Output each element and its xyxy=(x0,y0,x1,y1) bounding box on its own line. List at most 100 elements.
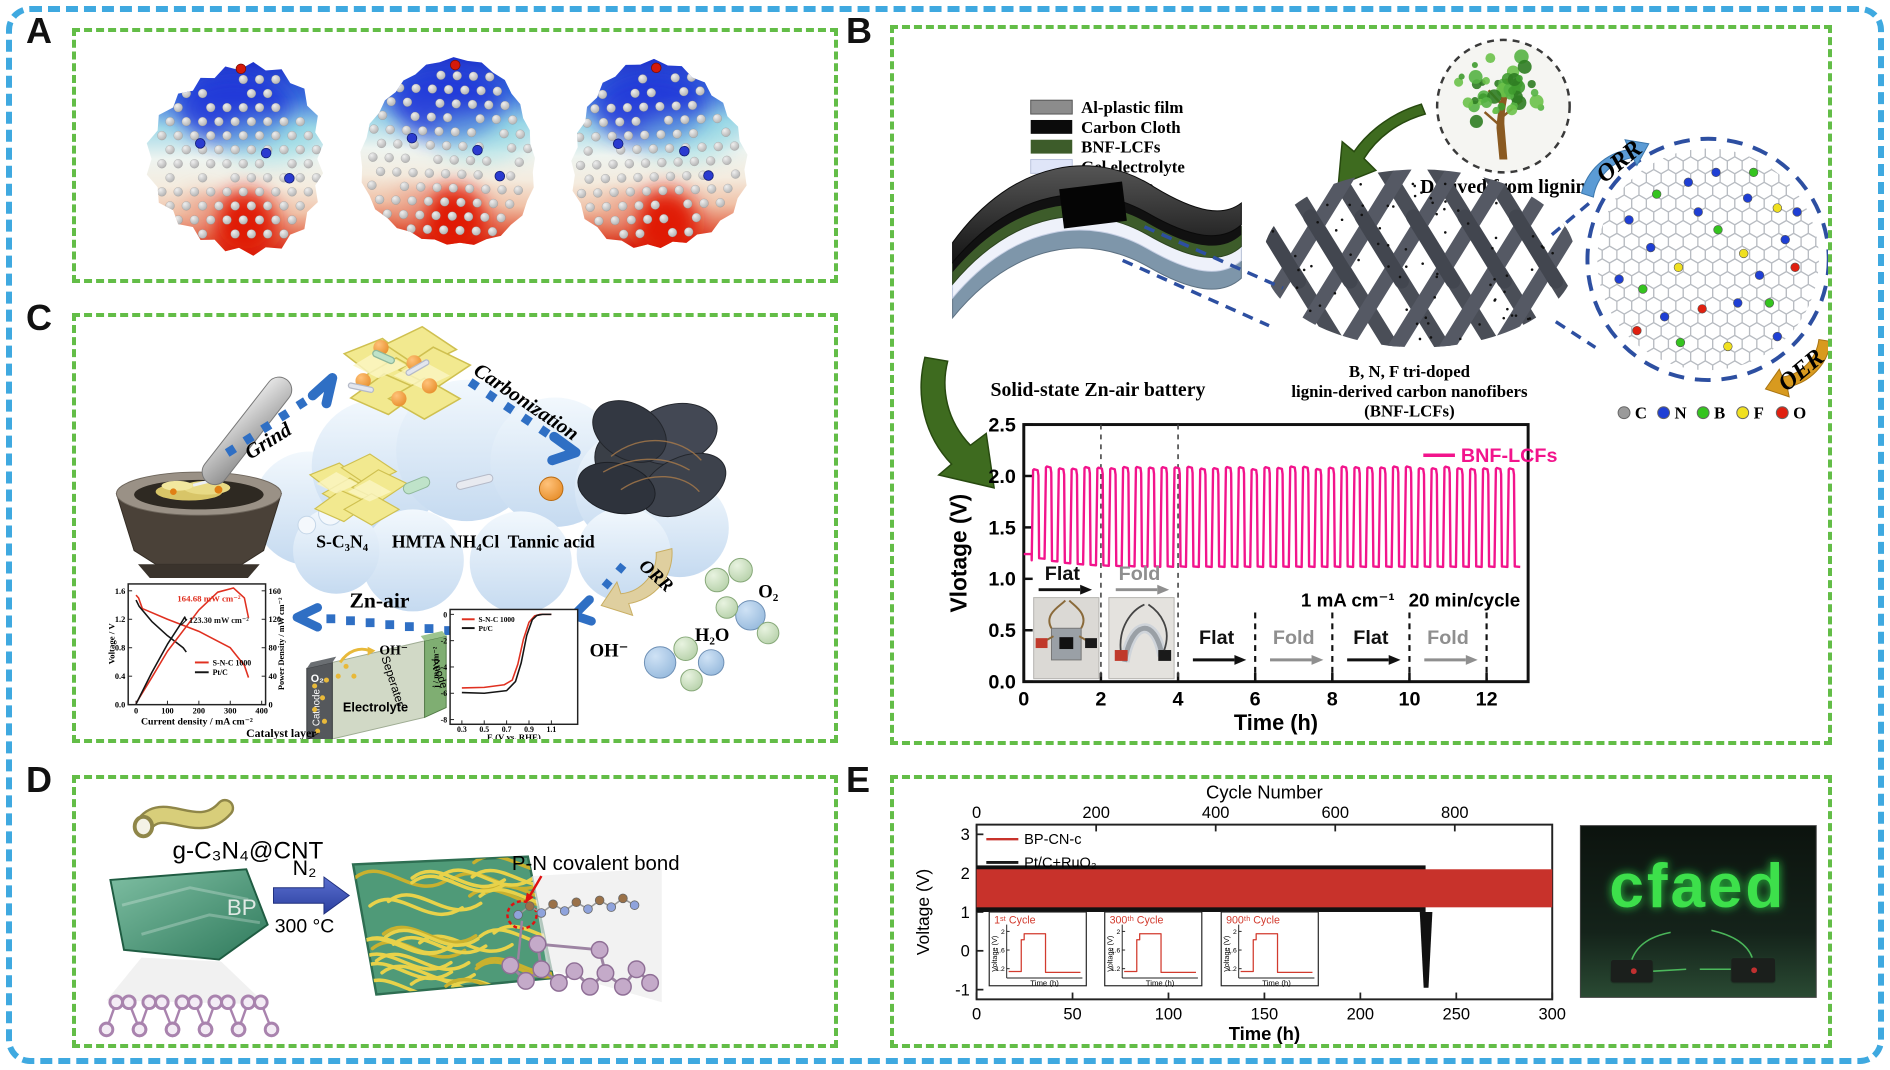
device-wires xyxy=(1631,929,1753,972)
carbon-atom xyxy=(238,102,248,113)
x-tick-label: 200 xyxy=(1347,1006,1375,1024)
x-tick-label: 0 xyxy=(972,1006,981,1024)
carbon-atom xyxy=(279,116,289,127)
carbon-atom xyxy=(391,195,401,205)
carbon-atom xyxy=(655,101,665,112)
tick: 0.5 xyxy=(479,725,489,734)
carbon-atom xyxy=(214,116,224,127)
carbon-atom xyxy=(476,85,486,96)
x-tick-label: 50 xyxy=(1063,1006,1081,1024)
carbon-atom xyxy=(246,144,257,155)
pn-bond-label: P-N covalent bond xyxy=(512,853,680,875)
inset-tick: 2 xyxy=(1116,929,1120,936)
x-tick-label: 300 xyxy=(1538,1006,1566,1024)
tree-foliage xyxy=(1481,97,1492,109)
carbon-atom xyxy=(658,185,668,196)
top-tick-label: 0 xyxy=(972,804,981,822)
phosphorus-ring xyxy=(253,994,269,1011)
phosphorus-ring xyxy=(263,1021,280,1038)
phosphorus-atom xyxy=(613,977,632,996)
phosphorus-atom xyxy=(580,977,599,996)
tree-foliage xyxy=(1530,88,1539,97)
carbon-atom xyxy=(607,131,617,141)
carbon-atom xyxy=(442,112,453,123)
carbon-atom xyxy=(631,116,641,127)
nitrogen-atom xyxy=(679,145,690,157)
to-chart-arrow xyxy=(920,356,996,489)
carbon-atom xyxy=(480,212,490,222)
carbon-atom xyxy=(497,185,507,195)
carbon-atom xyxy=(382,209,392,219)
carbon-atom xyxy=(206,215,216,225)
carbon-atom xyxy=(646,88,656,98)
nitrogen-atom xyxy=(472,144,483,156)
carbon-atom xyxy=(487,226,498,237)
atom-legend-symbol: N xyxy=(1674,404,1686,423)
series-legend-label: BP-CN-c xyxy=(1024,832,1081,848)
carbon-atom xyxy=(402,97,413,107)
legend-label: Pt/C xyxy=(479,624,493,633)
carbon-atom xyxy=(682,171,692,181)
phosphorus-ring xyxy=(187,994,203,1011)
tick: 0.9 xyxy=(524,725,534,734)
carbon-atom xyxy=(684,227,694,237)
carbon-atom xyxy=(254,215,265,225)
carbon-atom xyxy=(418,126,428,136)
carbon-atom xyxy=(222,215,232,225)
carbon-atom xyxy=(624,159,635,169)
carbon-atom xyxy=(574,132,585,143)
carbon-atom xyxy=(601,202,612,212)
esp-molecule xyxy=(146,62,324,256)
carbon-atom xyxy=(448,183,458,193)
panel-d-bp-composite: g-C₃N₄@CNT BP N₂ 300 °C P-N covalent bon… xyxy=(72,775,838,1048)
carbon-atom xyxy=(687,100,698,111)
carbon-atom xyxy=(271,74,281,85)
carbon-atom xyxy=(287,187,297,197)
carbon-atom xyxy=(246,88,257,99)
carbon-atom xyxy=(696,114,706,124)
carbon-atom xyxy=(482,156,492,166)
carbon-atom xyxy=(189,130,200,141)
carbon-atom xyxy=(472,198,482,208)
znair-label: Zn-air xyxy=(349,588,409,612)
carbon-atom xyxy=(471,226,481,236)
x-axis-title: Time (h) xyxy=(1234,710,1318,735)
tree-foliage xyxy=(1506,104,1518,116)
carbon-atom xyxy=(465,155,476,166)
chart-series xyxy=(135,616,188,705)
carbon-atom xyxy=(435,98,445,108)
panel-c-artwork: Grind xyxy=(115,323,780,739)
dopant-atom-O xyxy=(1697,304,1707,314)
carbon-atom xyxy=(230,173,240,183)
cathode-label: Cathode xyxy=(312,689,323,727)
h2o-label: H₂O xyxy=(695,625,730,646)
carbon-atom xyxy=(295,144,305,155)
chart-series xyxy=(135,594,250,678)
top-tick-label: 400 xyxy=(1202,804,1230,822)
tree-foliage xyxy=(1469,114,1483,129)
tree-foliage xyxy=(1471,62,1478,69)
orr-curved-arrow xyxy=(600,547,673,617)
carbon-atom xyxy=(575,160,586,171)
dopant-atom-B xyxy=(1748,167,1759,178)
carbon-atom xyxy=(594,216,604,226)
tree-foliage xyxy=(1468,70,1483,84)
carbon-atom xyxy=(433,154,443,165)
carbon-atom xyxy=(464,183,475,194)
tree-foliage xyxy=(1529,94,1544,109)
carbon-atom xyxy=(262,201,273,211)
carbon-atom xyxy=(593,188,603,198)
carbon-atom xyxy=(633,172,643,183)
carbon-atom xyxy=(173,159,183,169)
dopant-atom-N xyxy=(1659,312,1670,322)
carbon-atom xyxy=(617,201,628,211)
carbon-atom xyxy=(271,130,281,141)
carbon-atom xyxy=(181,116,192,127)
reagent-label: HMTA xyxy=(392,532,446,552)
battery-scheme-svg: Al-plastic film Carbon Cloth BNF-LCFs Ge… xyxy=(920,38,1828,735)
carbon-atom xyxy=(697,142,707,152)
panel-b-label: B xyxy=(846,10,872,51)
